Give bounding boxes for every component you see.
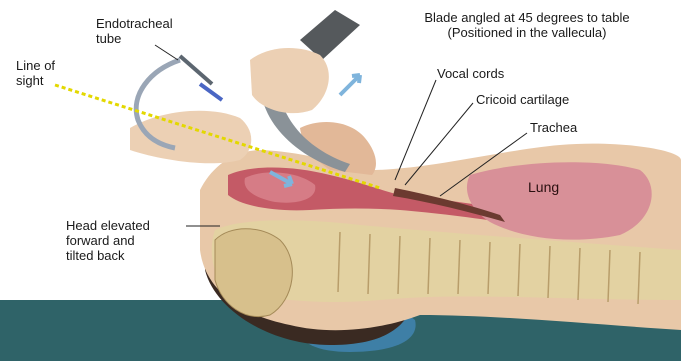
arrow-up (340, 75, 360, 95)
label-head-1: Head elevated (66, 218, 150, 233)
label-endotracheal-tube: Endotracheal tube (96, 16, 173, 46)
label-blade-2: (Positioned in the vallecula) (392, 25, 662, 40)
label-head-3: tilted back (66, 248, 150, 263)
label-cricoid-cartilage: Cricoid cartilage (476, 92, 569, 107)
label-vocal-cords: Vocal cords (437, 66, 504, 81)
label-endotracheal-line1: Endotracheal (96, 16, 173, 31)
label-trachea: Trachea (530, 120, 577, 135)
tube-connector (180, 56, 212, 84)
label-head-2: forward and (66, 233, 150, 248)
label-blade-1: Blade angled at 45 degrees to table (392, 10, 662, 25)
label-line-of-sight-1: Line of (16, 58, 55, 73)
label-head: Head elevated forward and tilted back (66, 218, 150, 263)
label-lung: Lung (528, 180, 559, 195)
label-line-of-sight-2: sight (16, 73, 55, 88)
hand-right (250, 48, 329, 113)
tube-tip (200, 84, 222, 100)
label-blade: Blade angled at 45 degrees to table (Pos… (392, 10, 662, 40)
label-endotracheal-line2: tube (96, 31, 173, 46)
label-line-of-sight: Line of sight (16, 58, 55, 88)
